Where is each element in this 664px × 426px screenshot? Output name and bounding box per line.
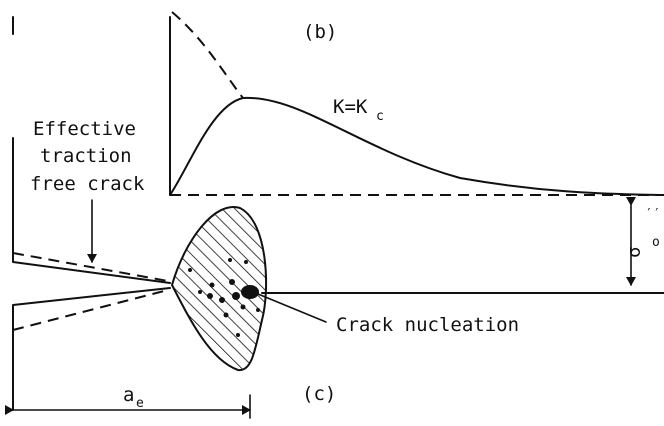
process-zone [170,205,268,372]
lower-effective-crack-face [12,289,169,331]
effective-line-2: traction [40,145,132,167]
crack-nucleation-label: Crack nucleation [336,314,519,336]
sigma-main: σ [623,247,645,258]
microcracks [198,258,260,337]
stress-distribution-curve [169,96,661,196]
ae-main: a [123,384,134,406]
ae-subscript: e [136,396,144,411]
sigma-subscript: o [652,235,660,250]
effective-line-3: free crack [30,173,145,195]
effective-crack-label: Effective traction free crack [30,118,145,195]
crack-nucleation-leader [257,293,327,323]
sigma-label: σ o ′′ [623,207,661,258]
panel-b-label: (b) [303,21,337,43]
kc-subscript: c [376,109,384,124]
upper-effective-crack-face [12,252,169,282]
effective-line-1: Effective [33,118,136,140]
panel-c-label: (c) [302,383,336,405]
lower-crack-face [12,287,171,411]
sigma-primes: ′′ [645,207,661,222]
kc-label: K=K c [333,96,384,124]
ae-label: a e [123,384,144,411]
upper-crack-face [12,137,171,284]
kc-main: K=K [333,96,368,118]
singular-stress-curve [171,11,244,99]
